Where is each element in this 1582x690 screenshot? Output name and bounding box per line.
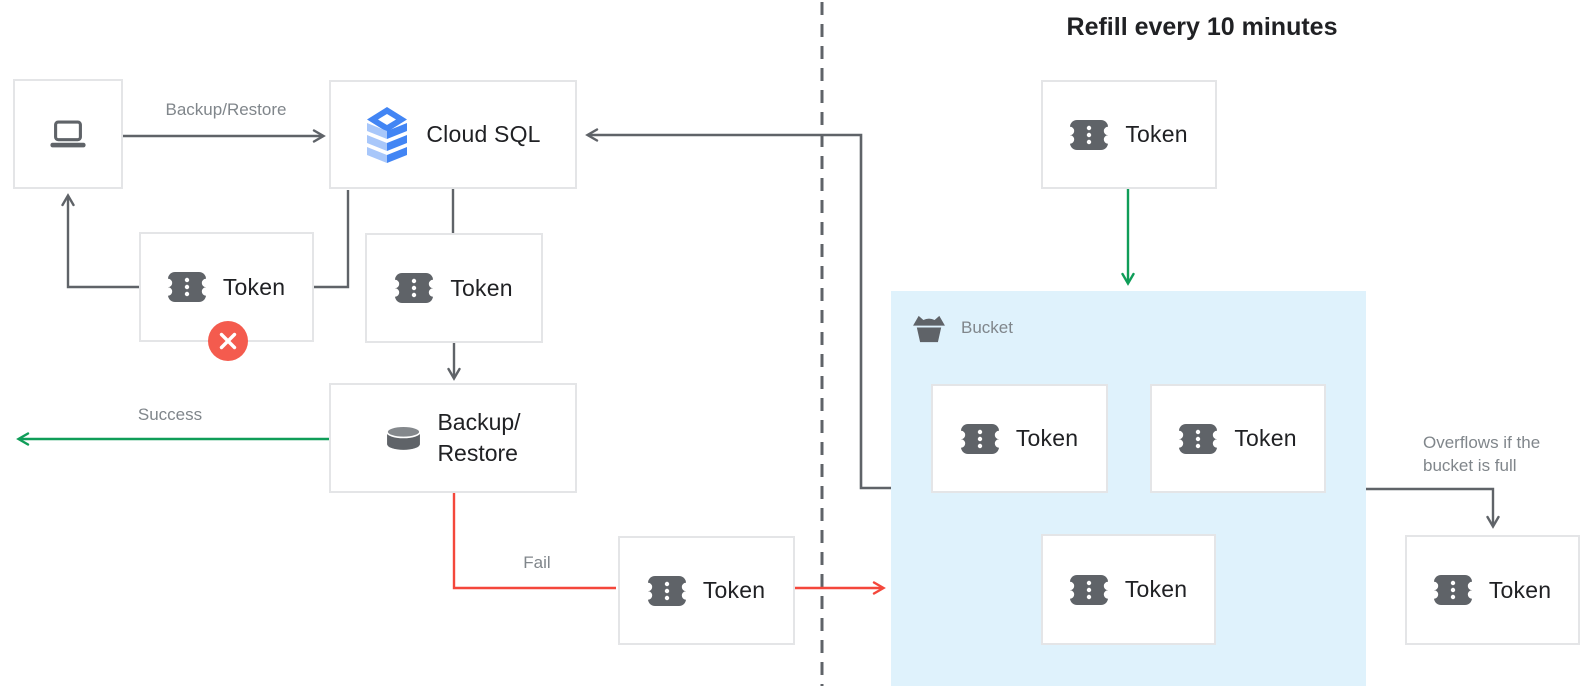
token-box-bucket-2: Token [1150,384,1326,493]
backup-restore-label: Backup/ Restore [437,407,520,469]
bucket-header: Bucket [911,313,1013,343]
backup-restore-line2: Restore [437,440,518,466]
arrow-bucket-to-cloudsql [585,128,891,490]
token-icon [648,576,686,606]
token-label: Token [702,577,766,603]
close-icon [219,332,237,350]
token-label: Token [1125,121,1188,147]
bucket-label: Bucket [961,318,1013,337]
laptop-icon [47,119,89,150]
overflow-line2: bucket is full [1423,456,1517,475]
backup-restore-node: Backup/ Restore [329,383,577,493]
token-label: Token [1488,576,1552,603]
line-fail [452,493,616,590]
line-token-to-cloudsql [314,190,350,289]
cloud-sql-icon [365,107,409,163]
token-icon [1070,575,1108,605]
token-box-rejected: Token [139,232,314,361]
edge-label-backup-restore: Backup/Restore [165,100,287,119]
token-label: Token [1234,425,1297,451]
cloud-sql-label: Cloud SQL [426,121,541,147]
token-label: Token [222,273,286,300]
token-box-failed: Token [618,536,795,645]
token-icon [1179,424,1217,454]
token-label: Token [1015,425,1079,451]
bucket-icon [911,313,947,343]
edge-label-success: Success [137,405,203,424]
rejected-badge [208,321,248,361]
edge-label-fail: Fail [523,553,551,572]
token-box-overflow: Token [1405,535,1580,645]
arrow-overflow [1366,487,1500,529]
page-title: Refill every 10 minutes [1066,13,1338,41]
token-box-bucket-3: Token [1041,534,1216,645]
token-label: Token [1124,576,1188,602]
token-icon [1070,120,1108,150]
backup-restore-line1: Backup/ [437,409,521,435]
arrow-token-to-client [61,193,139,289]
overflow-line1: Overflows if the [1423,433,1541,452]
client-node [13,79,123,189]
cloud-sql-node: Cloud SQL [329,80,577,189]
token-box-refill: Token [1041,80,1217,189]
token-label: Token [450,274,513,301]
database-icon [385,425,422,451]
edge-label-overflow: Overflows if the bucket is full [1423,431,1540,477]
token-icon [168,272,206,302]
token-box-cloudsql: Token [365,233,543,343]
token-icon [395,273,433,303]
token-icon [961,424,999,454]
token-icon [1434,575,1472,605]
token-box-bucket-1: Token [931,384,1108,493]
